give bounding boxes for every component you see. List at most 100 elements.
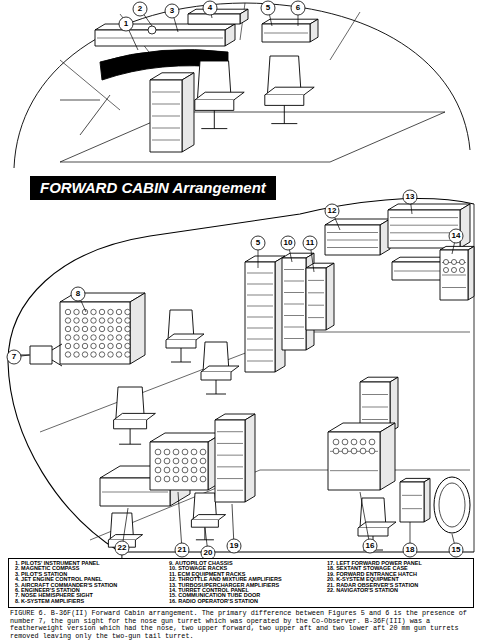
callout-number: 10: [283, 239, 294, 247]
gauge: [99, 343, 104, 348]
crew-seat: [114, 387, 156, 444]
callout-number: 5: [255, 239, 261, 247]
gauge: [155, 449, 161, 455]
rack-line: [217, 466, 243, 467]
leader-line: [21, 355, 29, 356]
box-top: [95, 24, 235, 30]
callout-circle: [281, 236, 295, 250]
gauge: [99, 335, 104, 340]
callout-number: 13: [405, 193, 416, 201]
callout-marker: [303, 236, 317, 272]
callout-number: 18: [405, 546, 416, 554]
crew-seat: [195, 61, 244, 129]
callout-circle: [403, 543, 417, 557]
callout-marker: [291, 1, 305, 26]
gauge: [108, 309, 113, 314]
rack-line: [362, 394, 388, 395]
rack-line: [247, 284, 273, 285]
leader-line: [129, 30, 138, 50]
gauge: [173, 467, 179, 473]
engineer-panel: [262, 19, 318, 42]
callout-marker: [133, 2, 152, 26]
key-entry: 22. NAVIGATOR'S STATION: [327, 588, 398, 593]
callout-marker: [71, 287, 86, 312]
callout-number: 22: [117, 544, 128, 552]
box-side: [182, 73, 194, 152]
gauge: [108, 326, 113, 331]
leader-line: [270, 15, 272, 26]
gauge: [65, 352, 70, 357]
callout-number: 16: [365, 542, 376, 550]
seat-base: [265, 95, 304, 105]
gauge: [116, 326, 121, 331]
gauge: [65, 309, 70, 314]
callout-circle: [227, 539, 241, 553]
rack-line: [390, 217, 458, 218]
seat-post: [171, 348, 191, 362]
amplifier-rack: [325, 219, 390, 255]
rack-line: [284, 315, 304, 316]
gauge: [99, 309, 104, 314]
leader-line: [123, 508, 128, 541]
box-side: [310, 19, 318, 42]
gauge: [191, 449, 197, 455]
key-entry: 8. K-SYSTEM AMPLIFIERS: [15, 599, 84, 604]
nose-sight: [14, 344, 62, 366]
gauge: [182, 449, 188, 455]
callout-number: 14: [451, 232, 462, 240]
gauge: [459, 259, 464, 264]
rack-line: [442, 275, 466, 276]
rack-line: [247, 317, 273, 318]
leader-line: [452, 243, 454, 254]
box-front: [400, 482, 424, 522]
rack-line: [152, 140, 180, 141]
rack-line: [284, 292, 304, 293]
magnetic-compass: [148, 26, 156, 34]
gauge: [333, 439, 339, 445]
box-side: [460, 204, 470, 248]
box-front: [245, 262, 275, 372]
rack-line: [97, 38, 223, 39]
seat-cushion: [358, 522, 396, 528]
box-front: [306, 268, 326, 330]
rack-line: [152, 116, 180, 117]
box-front: [150, 80, 182, 152]
rack-line: [247, 339, 273, 340]
rack-line: [217, 490, 243, 491]
seat-cushion: [108, 535, 142, 540]
rack-line: [217, 431, 243, 432]
rack-line: [247, 295, 273, 296]
fuselage-upper-outline: [8, 199, 474, 362]
gauge: [82, 318, 87, 323]
box-front: [95, 30, 225, 46]
radio-desk: [328, 423, 395, 490]
gauge: [116, 343, 121, 348]
gauge: [116, 352, 121, 357]
seat-base: [195, 100, 234, 110]
callout-marker: [325, 204, 340, 230]
gauge: [360, 448, 366, 454]
sextant-case: [400, 478, 430, 522]
callout-circle: [403, 190, 417, 204]
parts-key-box: 1. PILOTS' INSTRUMENT PANEL2. MAGNETIC C…: [8, 558, 474, 608]
box-side: [326, 263, 334, 330]
gauge: [125, 335, 130, 340]
canopy-outline: [14, 3, 470, 168]
figure-caption: FIGURE 6. B-36F(II) Forward Cabin arrang…: [10, 610, 472, 640]
rack-line: [402, 495, 422, 496]
gauge: [200, 458, 206, 464]
gauge: [82, 335, 87, 340]
gauge: [182, 458, 188, 464]
gauge: [200, 476, 206, 482]
flight-deck-floor: [60, 112, 445, 162]
box-top: [188, 9, 248, 14]
seat-post: [201, 110, 227, 128]
gauge: [155, 476, 161, 482]
callout-circle: [291, 1, 305, 15]
gauge: [451, 259, 456, 264]
gauge: [200, 467, 206, 473]
gauge: [164, 467, 170, 473]
leader-line: [144, 15, 152, 26]
key-entry: 16. RADIO OPERATOR'S STATION: [169, 599, 258, 604]
